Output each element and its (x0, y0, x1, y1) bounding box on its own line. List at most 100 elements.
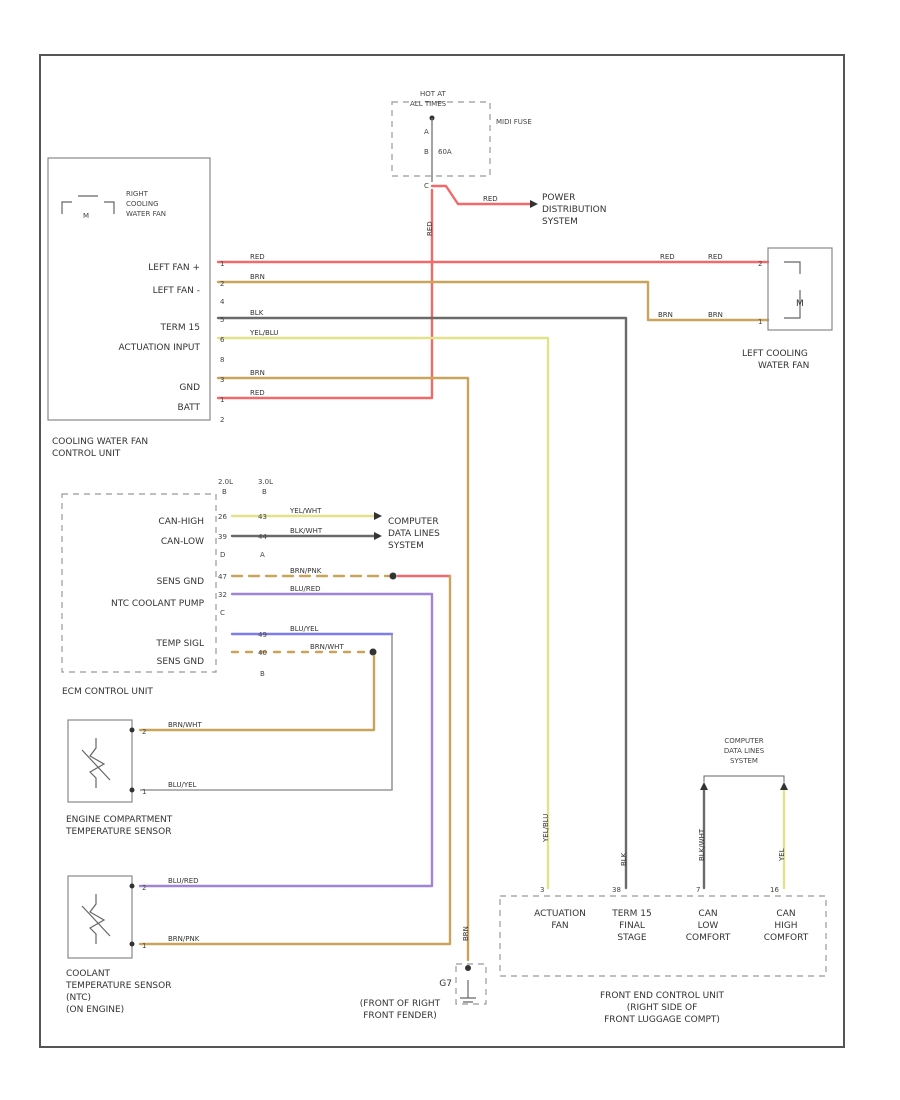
wire-label: BRN (658, 311, 673, 319)
front-ecu-col-label: ACTUATION (534, 909, 586, 919)
wire-ylw-actuation (216, 336, 550, 890)
left-fan-symbol (784, 261, 801, 319)
ecm-pin-label: SENS GND (157, 657, 204, 667)
front-ecu-col-label: STAGE (617, 933, 646, 943)
ecm-pin-label: NTC COOLANT PUMP (111, 599, 205, 609)
coolant-temp-label-4: (ON ENGINE) (66, 1005, 124, 1015)
ecm-pin: 26 (218, 513, 227, 521)
front-ecu-col-label: COMFORT (686, 933, 731, 943)
front-ecu-label-2: (RIGHT SIDE OF (627, 1003, 698, 1013)
sensor-pin-dot (129, 883, 135, 889)
pin-label: LEFT FAN - (153, 286, 200, 296)
sensor-pin: 1 (142, 942, 146, 950)
front-ecu-col-label: FAN (551, 921, 568, 931)
ecm-col-header: 2.0L (218, 478, 233, 486)
ecm-label: ECM CONTROL UNIT (62, 687, 153, 697)
wire-label: BRN (250, 273, 265, 281)
pin-number: 6 (220, 336, 225, 344)
front-ecu-col-actuation: 3 ACTUATION FAN (534, 886, 586, 931)
pin-number: 5 (220, 316, 224, 324)
wire-engine-sens-gnd (138, 654, 376, 732)
front-ecu-pin: 3 (540, 886, 544, 894)
ecm-col-pin: B (262, 488, 267, 496)
splice-dot (369, 648, 377, 656)
coolant-temp-label-1: COOLANT (66, 969, 111, 979)
wire-brn-left-fan-neg (216, 280, 770, 322)
thermistor-icon (81, 738, 111, 788)
left-fan-label-1: LEFT COOLING (742, 349, 808, 359)
wire-label: YEL/WHT (289, 507, 322, 515)
wire-label: RED (483, 195, 498, 203)
ecm-pin: D (220, 551, 225, 559)
motor-symbol: M (83, 212, 89, 220)
arrow-can-high-comfort (780, 782, 788, 790)
pin-label: BATT (178, 403, 201, 413)
front-ecu-label-1: FRONT END CONTROL UNIT (600, 991, 725, 1001)
power-dist-label-3: SYSTEM (542, 217, 578, 227)
wire-label: BRN (462, 926, 470, 941)
sensor-pin: 1 (142, 788, 146, 796)
coolant-temp-sensor-box (67, 875, 133, 959)
pin-number: 2 (220, 416, 224, 424)
ecm-pin-label: SENS GND (157, 577, 204, 587)
wire-label: BLK (250, 309, 264, 317)
right-fan-label-2: COOLING (126, 200, 159, 208)
left-fan-pin: 2 (758, 260, 762, 268)
thermistor-icon (81, 894, 111, 944)
ecm-pin: 47 (218, 573, 227, 581)
wire-red-power-dist (430, 184, 532, 206)
ecm-pin-label: TEMP SIGL (155, 639, 204, 649)
wire-label: BLK (620, 852, 628, 866)
left-fan-label-2: WATER FAN (758, 361, 809, 371)
data-lines-2-label-3: SYSTEM (730, 757, 758, 765)
power-dist-label-2: DISTRIBUTION (542, 205, 606, 215)
fan-control-unit-label-1: COOLING WATER FAN (52, 437, 148, 447)
wire-label: BLK/WHT (698, 828, 706, 861)
wire-label: RED (250, 253, 265, 261)
power-dist-label-1: POWER (542, 193, 575, 203)
ecm-col-header: 3.0L (258, 478, 273, 486)
fuse-name: MIDI FUSE (496, 118, 532, 126)
sensor-pin: 2 (142, 728, 146, 736)
data-lines-label-1: COMPUTER (388, 517, 439, 527)
front-ecu-label-3: FRONT LUGGAGE COMPT) (604, 1015, 720, 1025)
wire-label: RED (708, 253, 723, 261)
fan-control-unit-box (47, 157, 211, 421)
wire-label: BLU/YEL (168, 781, 197, 789)
wire-label: YEL (778, 848, 786, 862)
right-fan-symbol: M (61, 195, 115, 220)
ecm-pin-label: CAN-HIGH (158, 517, 204, 527)
wire-label: YEL/BLU (542, 814, 550, 843)
ecm-pin: 43 (258, 513, 267, 521)
wire-label: BRN/PNK (168, 935, 200, 943)
sensor-pin: 2 (142, 884, 146, 892)
wire-temp-sig-return (140, 634, 393, 791)
engine-temp-label-1: ENGINE COMPARTMENT (66, 815, 173, 825)
wire-label: BLK/WHT (290, 527, 323, 535)
ground-loc-1: (FRONT OF RIGHT (360, 999, 441, 1009)
wire-label: BRN/WHT (168, 721, 202, 729)
ground-symbol (455, 963, 487, 1005)
wire-label: BLU/RED (168, 877, 199, 885)
fan-control-unit-label-2: CONTROL UNIT (52, 449, 121, 459)
sensor-pin-dot (129, 727, 135, 733)
wire-ntc-coolant (138, 592, 434, 888)
front-ecu-col-label: CAN (776, 909, 795, 919)
engine-temp-label-2: TEMPERATURE SENSOR (65, 827, 171, 837)
coolant-temp-label-3: (NTC) (66, 993, 91, 1003)
front-ecu-pin: 38 (612, 886, 621, 894)
ecm-pin: 40 (258, 649, 267, 657)
wire-label: BRN/PNK (290, 567, 322, 575)
fuse-box (391, 101, 491, 177)
right-fan-label-1: RIGHT (126, 190, 149, 198)
wire-label: BRN/WHT (310, 643, 344, 651)
ground-label: G7 (439, 979, 452, 989)
front-ecu-col-label: CAN (698, 909, 717, 919)
ground-loc-2: FRONT FENDER) (363, 1011, 437, 1021)
arrow-can-high (374, 512, 382, 520)
pin-number: 3 (220, 376, 224, 384)
fuse-rating: 60A (438, 148, 452, 156)
pin-number: 8 (220, 356, 224, 364)
front-ecu-col-label: COMFORT (764, 933, 809, 943)
